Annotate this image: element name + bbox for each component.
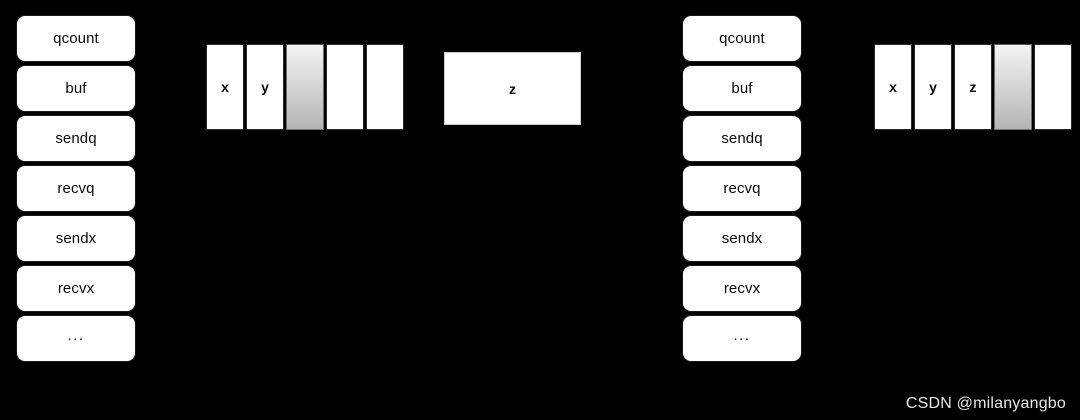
- field-label: sendq: [721, 130, 763, 147]
- field-label: recvx: [57, 280, 95, 297]
- ring-slot-0-x: x: [206, 44, 244, 130]
- field-box-buf: buf: [682, 65, 802, 112]
- field-box-recvq: recvq: [682, 165, 802, 212]
- field-label: buf: [731, 80, 753, 97]
- ring-slot-0-x: x: [874, 44, 912, 130]
- ring-slot-label: y: [929, 79, 937, 95]
- field-box-qcount: qcount: [682, 15, 802, 62]
- field-label: sendx: [721, 230, 763, 247]
- field-box-sendq: sendq: [682, 115, 802, 162]
- field-box-more: ...: [682, 315, 802, 362]
- hchan-struct-right: qcount buf sendq recvq sendx recvx...: [682, 15, 802, 365]
- field-box-recvx: recvx: [682, 265, 802, 312]
- ring-slot-label: x: [221, 79, 229, 95]
- field-box-sendq: sendq: [16, 115, 136, 162]
- pending-value-label: z: [509, 80, 516, 97]
- ring-slot-label: z: [969, 79, 977, 95]
- ring-slot-1-y: y: [914, 44, 952, 130]
- field-box-sendx: sendx: [682, 215, 802, 262]
- field-label: recvq: [723, 180, 761, 197]
- field-box-qcount: qcount: [16, 15, 136, 62]
- field-label: ...: [733, 327, 751, 344]
- field-box-buf: buf: [16, 65, 136, 112]
- field-label: buf: [65, 80, 87, 97]
- ring-slot-2-z: z: [954, 44, 992, 130]
- field-label: qcount: [719, 30, 765, 47]
- field-label: sendq: [55, 130, 97, 147]
- field-box-recvq: recvq: [16, 165, 136, 212]
- ring-slot-label: x: [889, 79, 897, 95]
- ring-slot-3-filled: [994, 44, 1032, 130]
- field-label: ...: [67, 327, 85, 344]
- field-box-recvx: recvx: [16, 265, 136, 312]
- hchan-struct-left: qcount buf sendq recvq sendx recvx...: [16, 15, 136, 365]
- field-label: sendx: [55, 230, 97, 247]
- ring-slot-4-empty: [366, 44, 404, 130]
- ring-buffer-right: x y z: [874, 44, 1072, 130]
- ring-slot-label: y: [261, 79, 269, 95]
- ring-slot-4-empty: [1034, 44, 1072, 130]
- watermark: CSDN @milanyangbo: [905, 395, 1066, 412]
- field-box-more: ...: [16, 315, 136, 362]
- field-label: recvx: [723, 280, 761, 297]
- ring-slot-1-y: y: [246, 44, 284, 130]
- pending-value-box: z: [444, 52, 581, 125]
- ring-slot-2-filled: [286, 44, 324, 130]
- field-label: qcount: [53, 30, 99, 47]
- field-box-sendx: sendx: [16, 215, 136, 262]
- ring-slot-3-empty: [326, 44, 364, 130]
- field-label: recvq: [57, 180, 95, 197]
